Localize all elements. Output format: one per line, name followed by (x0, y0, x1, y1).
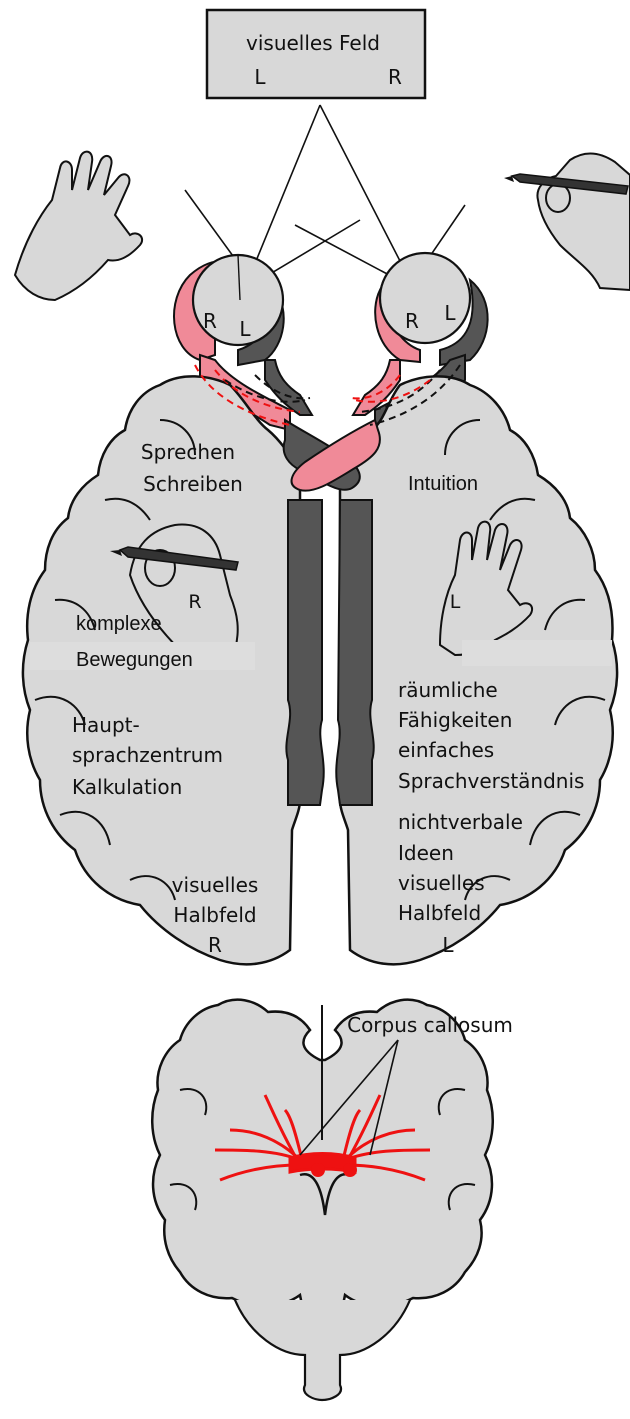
left-lang3: Kalkulation (72, 775, 182, 799)
right-vis1: visuelles (398, 871, 485, 895)
left-vis1: visuelles (172, 873, 259, 897)
left-eye-l-label: L (239, 317, 251, 341)
right-f5: nichtverbale (398, 810, 523, 834)
visual-field-right-label: R (388, 65, 402, 89)
right-hand-label: L (450, 591, 461, 613)
left-hand-label: R (188, 591, 201, 613)
corpus-callosum-label: Corpus callosum (347, 1013, 513, 1037)
right-f3: einfaches (398, 738, 494, 762)
right-eye-l-label: L (444, 301, 456, 325)
left-eye: R L (174, 255, 284, 365)
right-censor-bar (462, 640, 612, 666)
visual-field-title: visuelles Feld (246, 31, 380, 55)
left-hemisphere: Sprechen Schreiben R komplexe Bewegungen… (23, 376, 300, 964)
left-motor-line1: komplexe (76, 613, 162, 635)
left-sprechen: Sprechen (141, 440, 235, 464)
left-vis2: Halbfeld (173, 903, 256, 927)
right-vis3: L (442, 933, 454, 957)
top-right-hand-with-pen-icon (504, 153, 630, 290)
right-f1: räumliche (398, 678, 498, 702)
right-f6: Ideen (398, 841, 454, 865)
right-intuition: Intuition (408, 473, 478, 495)
left-eye-r-label: R (203, 309, 217, 333)
left-vis3: R (208, 933, 222, 957)
top-left-hand-icon (15, 152, 142, 300)
right-hemisphere: Intuition L räumliche Fähigkeiten einfac… (340, 376, 617, 964)
right-vis2: Halbfeld (398, 901, 481, 925)
optic-tracts (286, 500, 373, 805)
right-f2: Fähigkeiten (398, 708, 512, 732)
left-lang1: Haupt- (72, 713, 140, 737)
coronal-brain (152, 1000, 493, 1400)
right-f4: Sprachverständnis (398, 769, 584, 793)
left-schreiben: Schreiben (143, 472, 243, 496)
callosum-right-knob (343, 1163, 357, 1177)
visual-field-box: visuelles Feld L R (207, 10, 425, 98)
left-lang2: sprachzentrum (72, 743, 223, 767)
right-eye: R L (375, 253, 487, 365)
visual-field-left-label: L (254, 65, 266, 89)
right-eye-r-label: R (405, 309, 419, 333)
callosum-left-knob (311, 1163, 325, 1177)
left-motor-line2: Bewegungen (76, 649, 193, 671)
